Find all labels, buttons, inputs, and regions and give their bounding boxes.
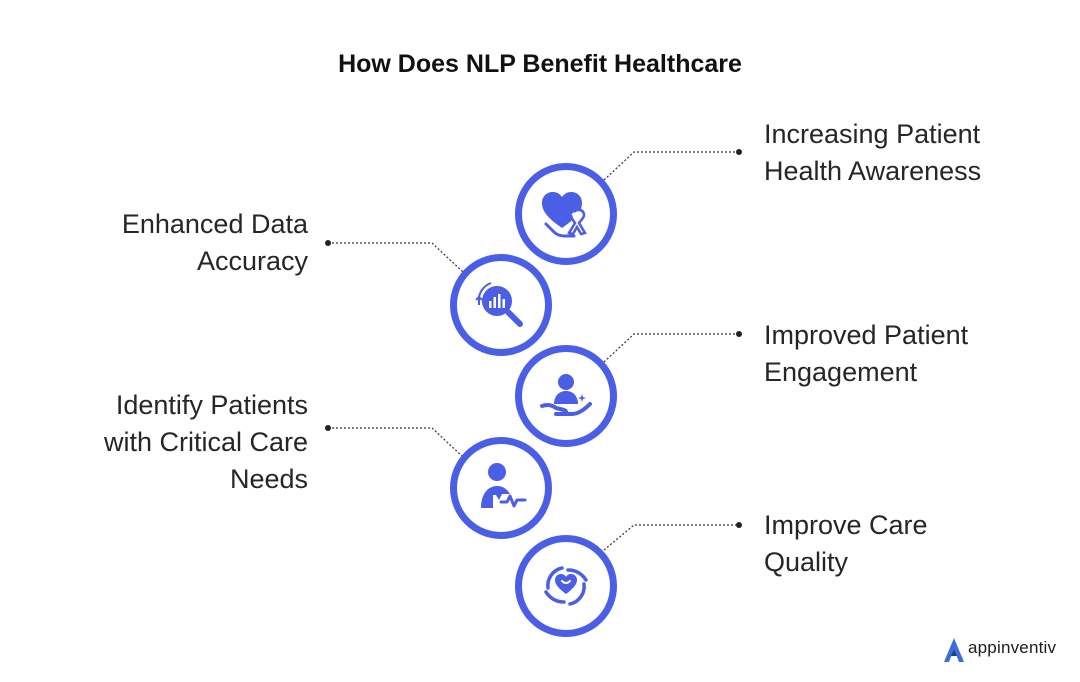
connector-2 xyxy=(328,242,464,273)
connector-dot-1 xyxy=(736,149,742,155)
circle-critical-care xyxy=(450,437,552,539)
page-title: How Does NLP Benefit Healthcare xyxy=(338,50,742,78)
connector-dot-2 xyxy=(325,240,331,246)
connector-4 xyxy=(328,427,464,458)
appinventiv-logo-icon xyxy=(944,638,964,662)
circle-care-quality xyxy=(515,535,617,637)
patient-pulse-icon xyxy=(481,463,527,508)
circle-increasing-awareness xyxy=(515,163,617,265)
circle-data-accuracy xyxy=(450,254,552,356)
connector-dot-4 xyxy=(325,425,331,431)
connector-1 xyxy=(603,151,739,181)
patient-care-hand-icon xyxy=(540,374,592,416)
connector-dot-3 xyxy=(736,331,742,337)
magnifier-chart-icon xyxy=(475,282,523,327)
connector-5 xyxy=(603,524,739,551)
connector-dot-5 xyxy=(736,522,742,528)
heart-hands-icon xyxy=(544,566,588,606)
brand-name: appinventiv xyxy=(968,638,1057,657)
circle-patient-engagement xyxy=(515,345,617,447)
connector-3 xyxy=(603,333,739,363)
heart-ribbon-hand-icon xyxy=(542,192,587,238)
